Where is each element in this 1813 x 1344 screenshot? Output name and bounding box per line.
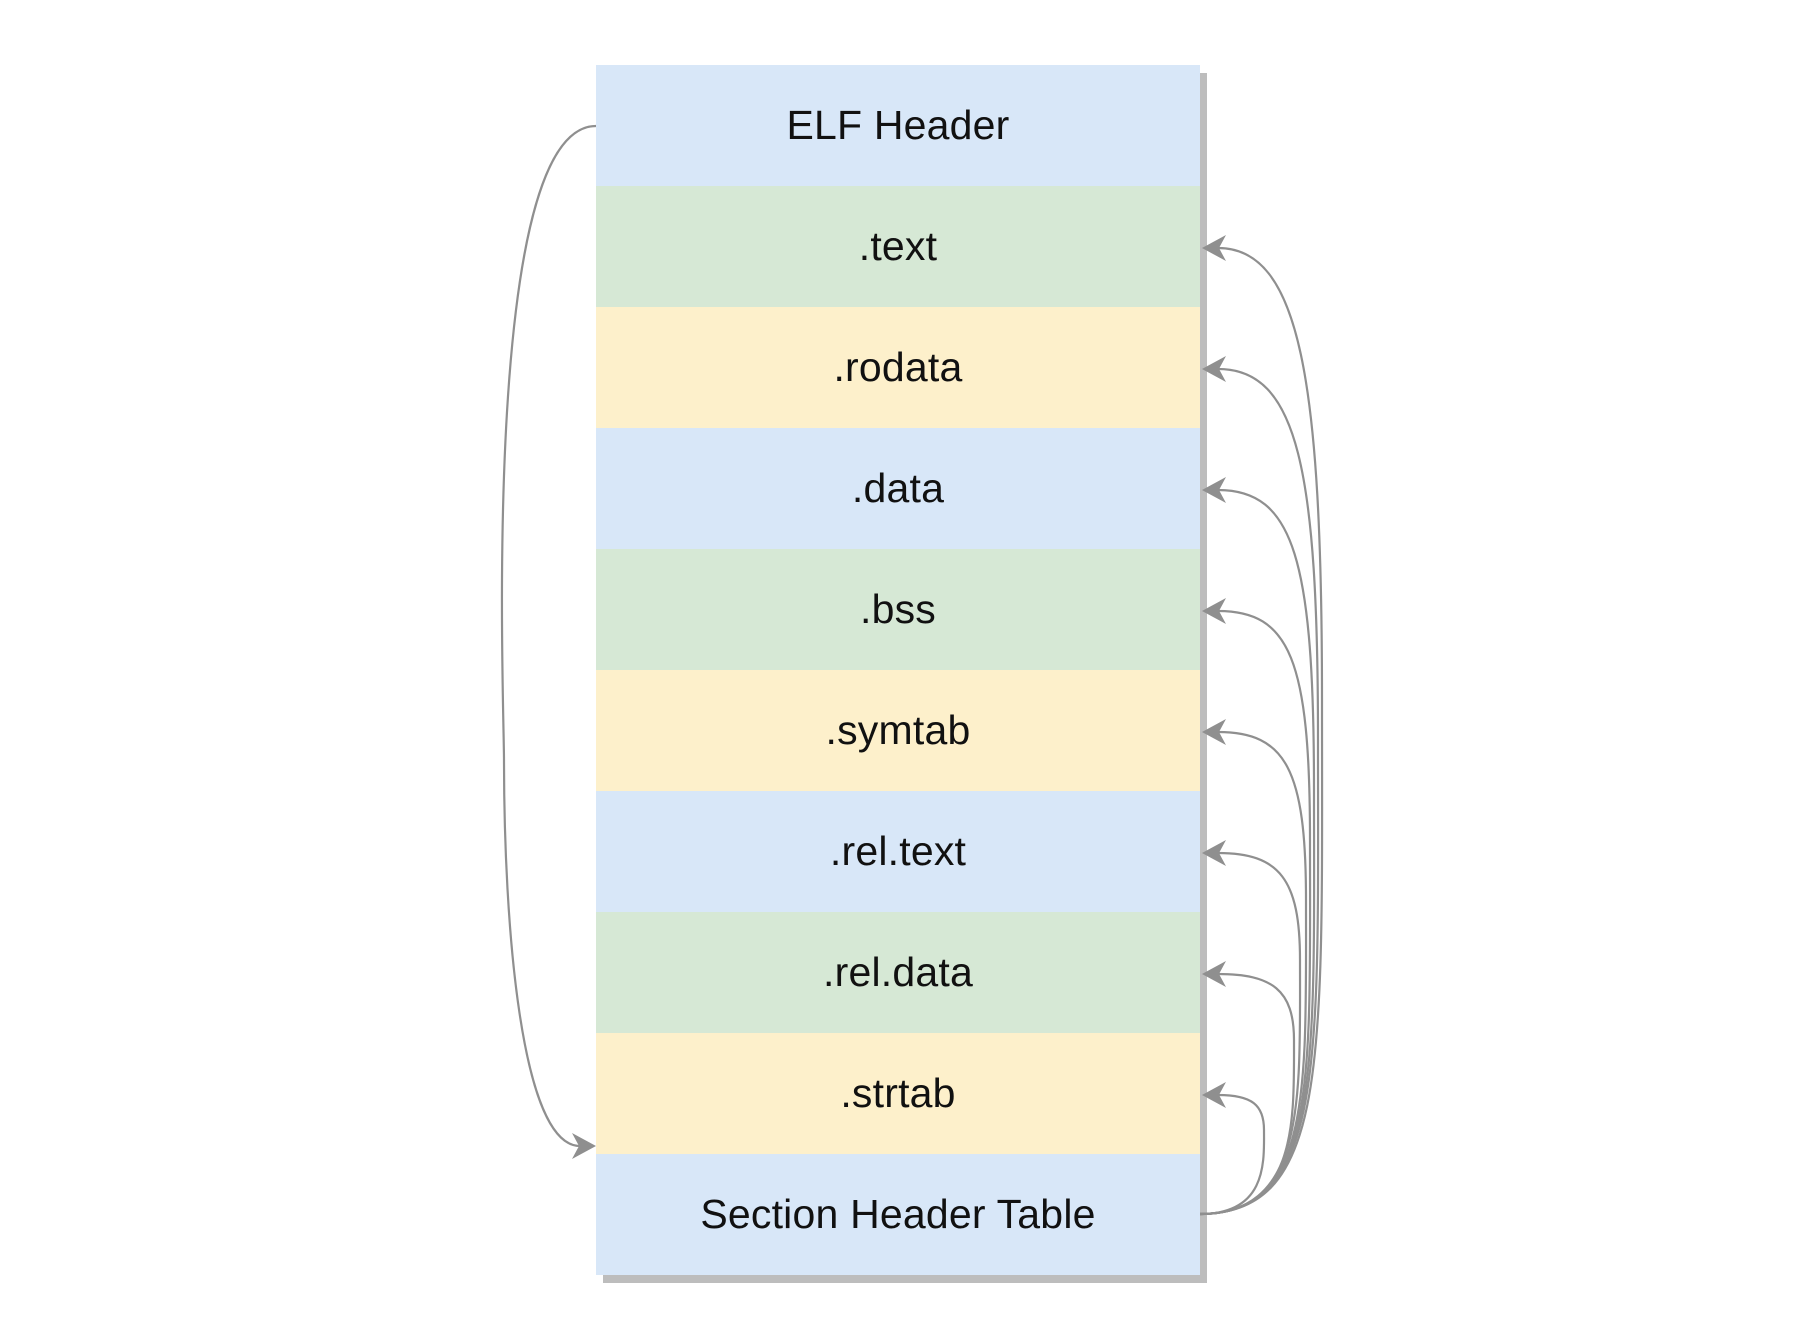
arrowhead-text <box>1202 235 1226 261</box>
section-strtab: .strtab <box>596 1033 1200 1154</box>
section-label-text: .text <box>858 223 938 269</box>
section-rel-data: .rel.data <box>596 912 1200 1033</box>
section-label-bss: .bss <box>860 586 936 632</box>
sht-to-strtab-arrow <box>1199 1093 1266 1216</box>
section-label-rel-data: .rel.data <box>823 949 973 995</box>
section-bss: .bss <box>596 549 1200 670</box>
section-data: .data <box>596 428 1200 549</box>
arrowhead-rel-data <box>1202 961 1226 987</box>
section-elf-header: ELF Header <box>596 65 1200 186</box>
section-header-table: Section Header Table <box>596 1154 1200 1275</box>
arrowhead-rodata <box>1202 356 1226 382</box>
section-rodata: .rodata <box>596 307 1200 428</box>
sht-to-text-arrow <box>1199 246 1324 1216</box>
arrowhead-rel-text <box>1202 840 1226 866</box>
section-label-rodata: .rodata <box>833 344 963 390</box>
section-label-rel-text: .rel.text <box>829 828 967 874</box>
arrowhead-symtab <box>1202 719 1226 745</box>
section-symtab: .symtab <box>596 670 1200 791</box>
sht-to-rel-data-arrow <box>1199 972 1296 1216</box>
section-label-elf-header: ELF Header <box>786 102 1010 148</box>
section-label-strtab: .strtab <box>840 1070 956 1116</box>
section-label-symtab: .symtab <box>825 707 971 753</box>
section-label-data: .data <box>851 465 945 511</box>
elf-section-stack: ELF Header .text .rodata .data .bss .sym… <box>596 65 1200 1275</box>
elf-header-to-sht-arrow <box>500 124 597 1148</box>
arrowhead-sht <box>572 1133 596 1159</box>
arrowhead-strtab <box>1202 1082 1226 1108</box>
section-rel-text: .rel.text <box>596 791 1200 912</box>
section-text: .text <box>596 186 1200 307</box>
arrowhead-bss <box>1202 598 1226 624</box>
section-label-header-table: Section Header Table <box>700 1191 1096 1237</box>
arrowhead-data <box>1202 477 1226 503</box>
